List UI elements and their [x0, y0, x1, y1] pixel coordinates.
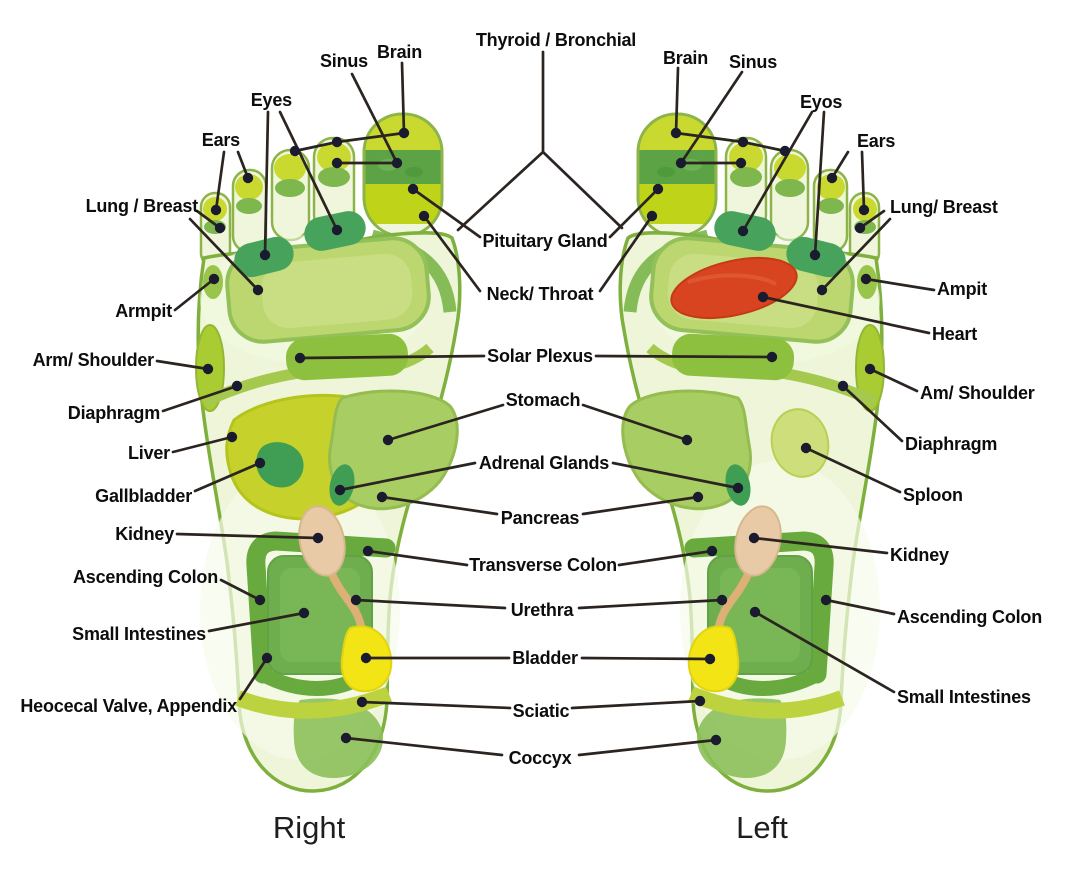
caption-left-foot: Left — [736, 810, 788, 845]
label-pituitary-gland: Pituitary Gland — [482, 231, 608, 251]
label-stomach: Stomach — [505, 390, 581, 410]
label-transverse-colon: Transverse Colon — [469, 555, 617, 575]
label-small-intestines-left: Small Intestines — [897, 687, 1031, 707]
label-sinus-right: Sinus — [319, 51, 368, 71]
label-ears-left: Ears — [857, 131, 896, 151]
label-diaphragm-left: Diaphragm — [905, 434, 998, 454]
label-eyes-left: Eyos — [800, 92, 843, 112]
label-lung-breast-right: Lung / Breast — [85, 196, 199, 216]
label-pancreas: Pancreas — [500, 508, 580, 528]
label-gallbladder: Gallbladder — [95, 486, 192, 506]
label-arm-shoulder-right: Arm/ Shoulder — [32, 350, 155, 370]
label-heart: Heart — [932, 324, 978, 344]
label-ileocecal-valve-appendix: Heocecal Valve, Appendix — [20, 696, 237, 716]
label-solar-plexus: Solar Plexus — [487, 346, 593, 366]
label-urethra: Urethra — [510, 600, 574, 620]
label-ascending-colon-left: Ascending Colon — [897, 607, 1042, 627]
label-brain-left: Brain — [663, 48, 709, 68]
label-brain-right: Brain — [377, 42, 423, 62]
label-kidney-left: Kidney — [890, 545, 949, 565]
label-liver: Liver — [127, 443, 170, 463]
heart-zone — [670, 257, 798, 319]
label-sinus-left: Sinus — [729, 52, 778, 72]
label-ascending-colon-right: Ascending Colon — [73, 567, 218, 587]
gallbladder-zone — [256, 442, 304, 488]
label-kidney-right: Kidney — [115, 524, 174, 544]
label-diaphragm-right: Diaphragm — [67, 403, 160, 423]
label-bladder: Bladder — [512, 648, 578, 668]
label-neck-throat: Neck/ Throat — [486, 284, 594, 304]
label-ears-right: Ears — [201, 130, 240, 150]
label-armpit-right: Armpit — [115, 301, 172, 321]
caption-right-foot: Right — [272, 810, 346, 845]
label-small-intestines-right: Small Intestines — [72, 624, 206, 644]
left-foot-illustration — [618, 108, 884, 793]
label-adrenal-glands: Adrenal Glands — [478, 453, 610, 473]
label-sciatic: Sciatic — [512, 701, 570, 721]
leader-lines — [155, 50, 936, 757]
label-armpit-left: Ampit — [937, 279, 987, 299]
label-spleen: Sploon — [903, 485, 963, 505]
reflex-dots — [202, 127, 876, 746]
spleen-zone — [770, 408, 830, 478]
label-arm-shoulder-left: Am/ Shoulder — [920, 383, 1035, 403]
label-eyes-right: Eyes — [250, 90, 292, 110]
label-coccyx: Coccyx — [508, 748, 572, 768]
label-thyroid-bronchial: Thyroid / Bronchial — [475, 30, 637, 50]
label-lung-breast-left: Lung/ Breast — [890, 197, 998, 217]
